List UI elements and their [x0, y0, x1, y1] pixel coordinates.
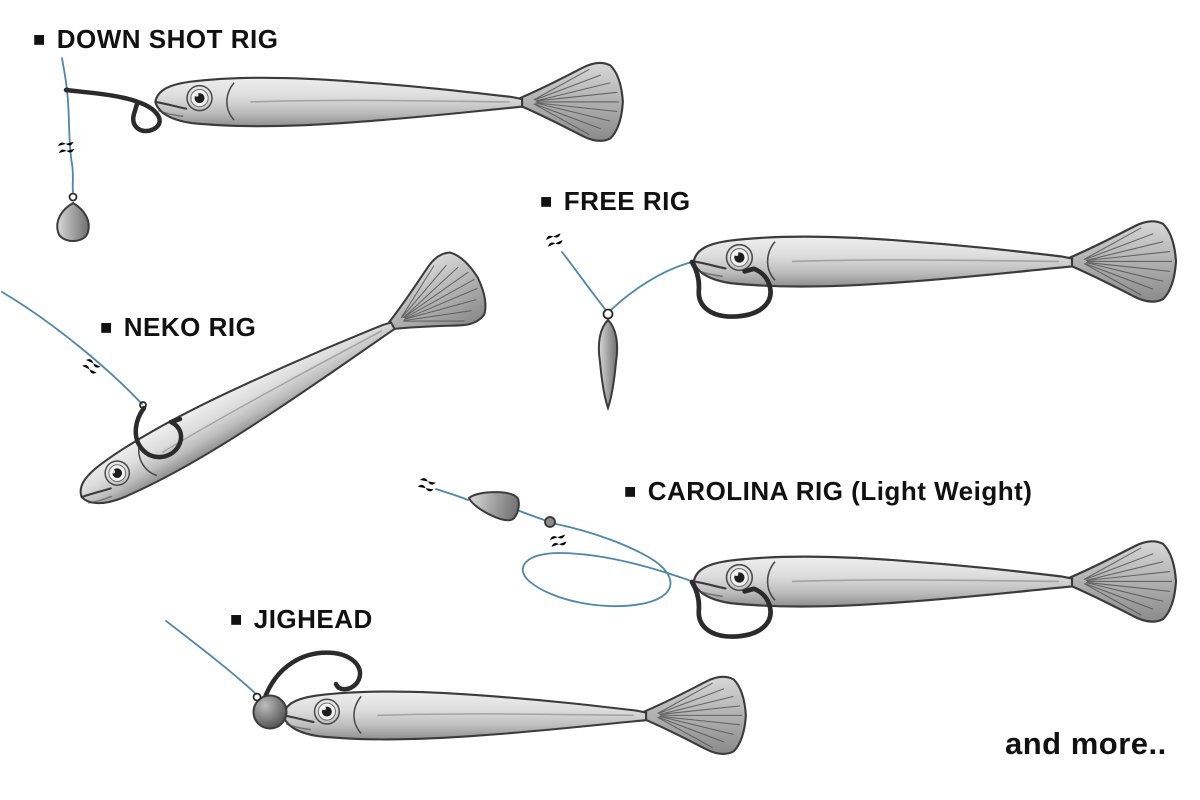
carolina-leader-loop [522, 523, 695, 608]
carolina-line-squiggle-mid [548, 532, 569, 550]
carolina-bead [544, 516, 556, 528]
carolina-soft-bait-lure [692, 540, 1178, 623]
carolina-line-squiggle-top [417, 477, 437, 493]
label-text-neko-rig: NEKO RIG [123, 312, 257, 342]
bullet-sinker [467, 491, 520, 522]
down-shot-soft-bait-lure [154, 62, 624, 142]
label-neko-rig: ■ NEKO RIG [100, 312, 256, 343]
jighead-hook [261, 650, 363, 703]
bullet-sinker-group [467, 491, 520, 522]
carolina-rig-group [417, 477, 1178, 636]
neko-hook [133, 405, 184, 460]
neko-line-squiggle [81, 357, 102, 376]
down-shot-line-squiggle [56, 139, 76, 156]
teardrop-sinker [56, 201, 90, 242]
bullet-marker: ■ [624, 481, 637, 503]
label-down-shot-rig: ■ DOWN SHOT RIG [33, 24, 278, 55]
label-and-more: and more.. [1005, 726, 1167, 761]
stick-sinker [597, 318, 619, 412]
carolina-main-line [435, 488, 469, 501]
label-free-rig: ■ FREE RIG [540, 186, 691, 217]
label-text-jighead: JIGHEAD [253, 604, 373, 634]
neko-rig-group [1, 243, 498, 532]
label-text-carolina-rig: CAROLINA RIG (Light Weight) [647, 476, 1033, 506]
carolina-mid-line [516, 509, 545, 521]
jighead-rig-group [165, 620, 747, 755]
label-text-free-rig: FREE RIG [563, 186, 691, 216]
jighead-fishing-line [165, 620, 257, 695]
down-shot-swivel [68, 192, 78, 202]
free-rig-group [544, 220, 1178, 412]
neko-soft-bait-lure [62, 243, 498, 532]
jighead-ball [252, 694, 288, 730]
bullet-marker: ■ [100, 317, 113, 339]
free-rig-leader-line [610, 261, 693, 311]
free-rig-main-line [561, 251, 606, 310]
bullet-marker: ■ [33, 29, 46, 51]
bullet-marker: ■ [540, 191, 553, 213]
label-carolina-rig: ■ CAROLINA RIG (Light Weight) [624, 476, 1032, 507]
neko-fishing-line [1, 291, 143, 405]
label-text-down-shot: DOWN SHOT RIG [56, 24, 279, 54]
free-rig-sinker-ring [602, 308, 614, 320]
free-rig-line-squiggle [544, 230, 565, 250]
jighead-line-eye [252, 692, 262, 702]
bullet-marker: ■ [230, 609, 243, 631]
label-jighead: ■ JIGHEAD [230, 604, 373, 635]
down-shot-hook [63, 87, 162, 134]
down-shot-rig-group [56, 57, 624, 242]
down-shot-fishing-line [61, 57, 74, 193]
free-rig-soft-bait-lure [692, 220, 1178, 303]
